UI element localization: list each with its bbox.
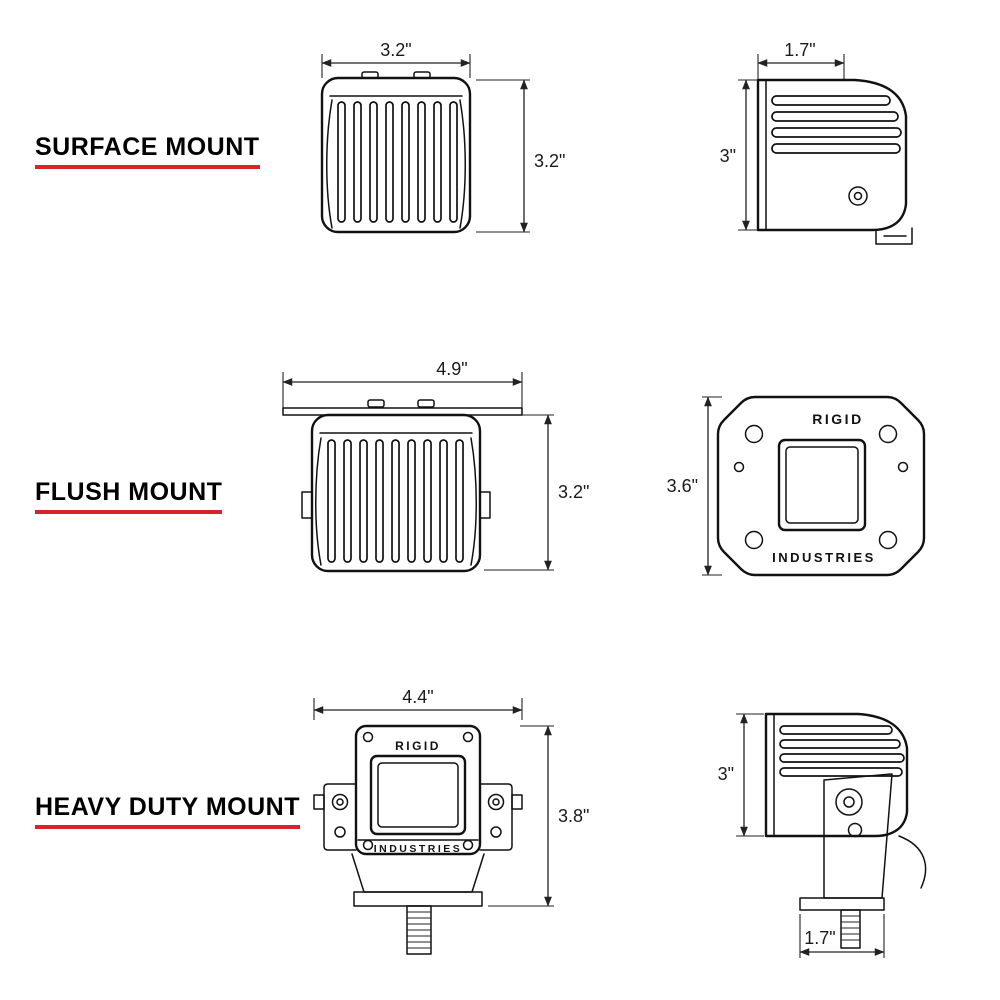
dimension-label: 3": [720, 146, 736, 166]
power-wire: [898, 835, 927, 889]
threaded-stud: [840, 909, 861, 949]
light-housing-outline: [764, 712, 909, 838]
flush-mount-label: FLUSH MOUNT: [35, 478, 223, 514]
light-housing-outline: [756, 78, 908, 232]
light-housing-outline: [354, 724, 482, 856]
brand-name: INDUSTRIES: [772, 550, 876, 565]
dimension-label: 4.9": [436, 359, 467, 379]
cooling-fins: [315, 437, 477, 566]
mounting-tab: [875, 227, 913, 245]
breather-vent: [848, 186, 868, 206]
dimension-label: 3.2": [534, 151, 565, 171]
brand-name: RIGID: [812, 411, 863, 427]
dimension-label: 4.4": [402, 687, 433, 707]
light-housing-outline: [320, 76, 472, 234]
cooling-fins: [326, 99, 466, 229]
side-bracket-left: [313, 783, 357, 851]
dimension-label: 3.8": [558, 806, 589, 826]
flush-mount-rear-view: 4.9" 3.2": [282, 359, 589, 573]
surface-mount-side-view: 1.7" 3": [720, 40, 913, 245]
dimension-label: 3": [718, 764, 734, 784]
dimension-label: 3.6": [667, 476, 698, 496]
lens: [369, 754, 467, 836]
side-clip: [301, 491, 313, 519]
heavy-duty-side-view: 3": [718, 712, 927, 958]
flush-mount-front-view: 3.6" RIGID INDUSTRIES: [667, 395, 926, 577]
base-plate: [353, 891, 483, 907]
dimension-label: 1.7": [804, 928, 835, 948]
base-plate: [799, 897, 885, 911]
heavy-duty-mount-label: HEAVY DUTY MOUNT: [35, 793, 300, 829]
heavy-duty-front-view: 4.4" 3.8": [313, 687, 589, 955]
brand-name: RIGID: [395, 739, 441, 753]
mounting-holes: [733, 424, 909, 550]
mount-base: [351, 853, 485, 893]
cooling-fins: [771, 95, 902, 154]
surface-mount-rear-view: 3.2" 3.2": [320, 40, 565, 234]
flush-flange-outline: [716, 395, 926, 577]
side-bracket-right: [479, 783, 523, 851]
surface-mount-label: SURFACE MOUNT: [35, 133, 260, 169]
dimension-label: 3.2": [380, 40, 411, 60]
dimension-label: 1.7": [784, 40, 815, 60]
lens: [777, 438, 867, 532]
threaded-stud: [406, 905, 432, 955]
brand-name: INDUSTRIES: [374, 843, 463, 855]
dimension-label: 3.2": [558, 482, 589, 502]
side-clip: [479, 491, 491, 519]
cooling-fins: [779, 725, 905, 777]
